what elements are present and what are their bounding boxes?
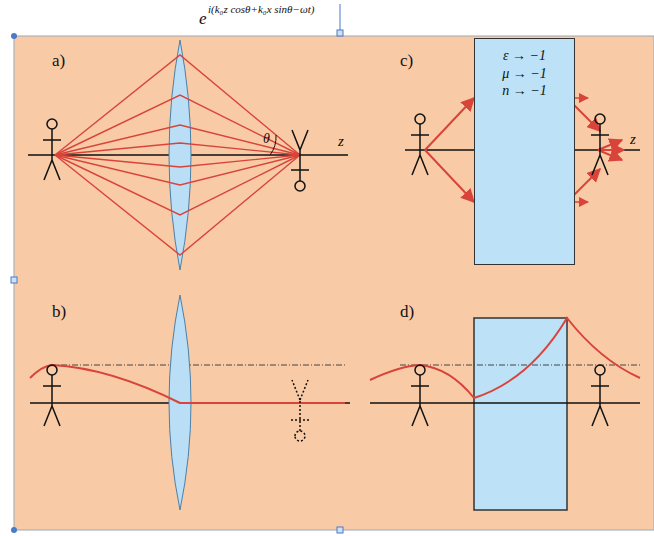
panel-letter: b) <box>52 303 66 320</box>
metamaterial-slab: ε → −1μ → −1n → −1 <box>474 38 575 265</box>
formula-exponent: i(k₀z cosθ+k₀x sinθ−ωt) <box>208 4 314 15</box>
material-parameter: μ → −1 <box>475 65 574 83</box>
panel-letter: d) <box>400 303 414 320</box>
panel-letter: c) <box>400 52 413 69</box>
material-parameter: n → −1 <box>475 82 574 100</box>
material-parameter: ε → −1 <box>475 47 574 65</box>
panel-letter: a) <box>52 52 65 69</box>
axis-label: z <box>630 132 636 147</box>
axis-label: z <box>338 134 344 149</box>
formula-base: e <box>199 10 207 27</box>
angle-symbol: θ <box>263 132 270 146</box>
